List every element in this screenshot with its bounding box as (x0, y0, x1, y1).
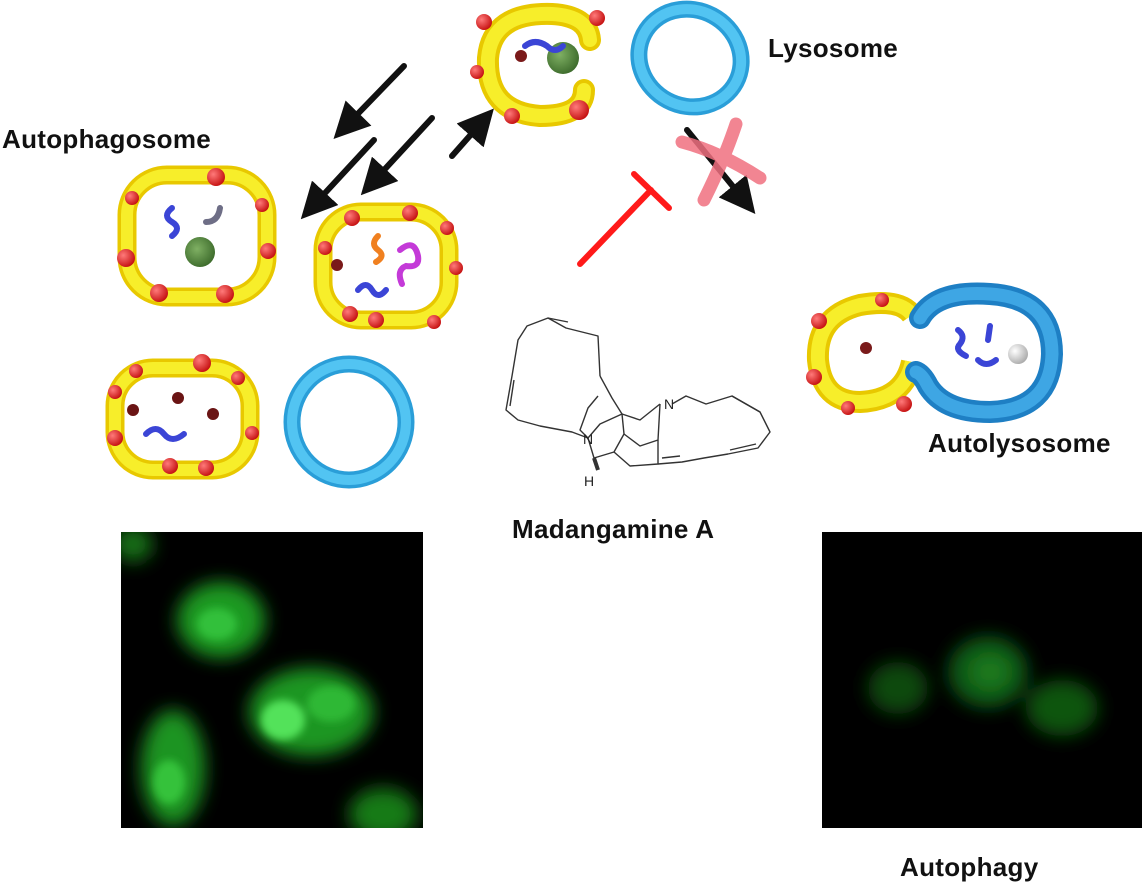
label-lysosome: Lysosome (768, 33, 899, 63)
autolysosome-vesicle (806, 282, 1064, 424)
inhibition-t-bar-icon (577, 171, 672, 267)
phagophore-vesicle (470, 2, 605, 128)
label-autophagosome: Autophagosome (2, 124, 212, 154)
atom-label-h: H (584, 473, 594, 489)
autophagosome-vesicle-1 (117, 165, 277, 307)
faint-fluorescent-cells (868, 636, 1098, 736)
arrow-to-autophagosome-3 (360, 115, 435, 196)
arrow-to-autophagosome-2 (300, 137, 377, 220)
autophagosome-vesicle-3 (105, 354, 260, 480)
atom-label-n1: N (664, 396, 674, 412)
autophagosome-vesicle-2 (313, 202, 463, 330)
arrow-to-phagophore (449, 108, 494, 159)
lysosome-ring-top (630, 0, 750, 116)
arrow-to-autophagosome-1 (333, 63, 407, 139)
cross-mark-icon (675, 117, 767, 207)
micrograph-autophagy (822, 532, 1142, 828)
pathway-arrows (300, 63, 756, 220)
madangamine-a-structure (505, 317, 771, 471)
label-autophagy: Autophagy (900, 852, 1039, 882)
lysosome-ring-bottom (283, 355, 415, 489)
label-autolysosome: Autolysosome (928, 428, 1111, 458)
micrograph-treated (121, 532, 423, 828)
label-madangamine-a: Madangamine A (512, 514, 715, 544)
atom-label-n2: N (583, 431, 593, 447)
